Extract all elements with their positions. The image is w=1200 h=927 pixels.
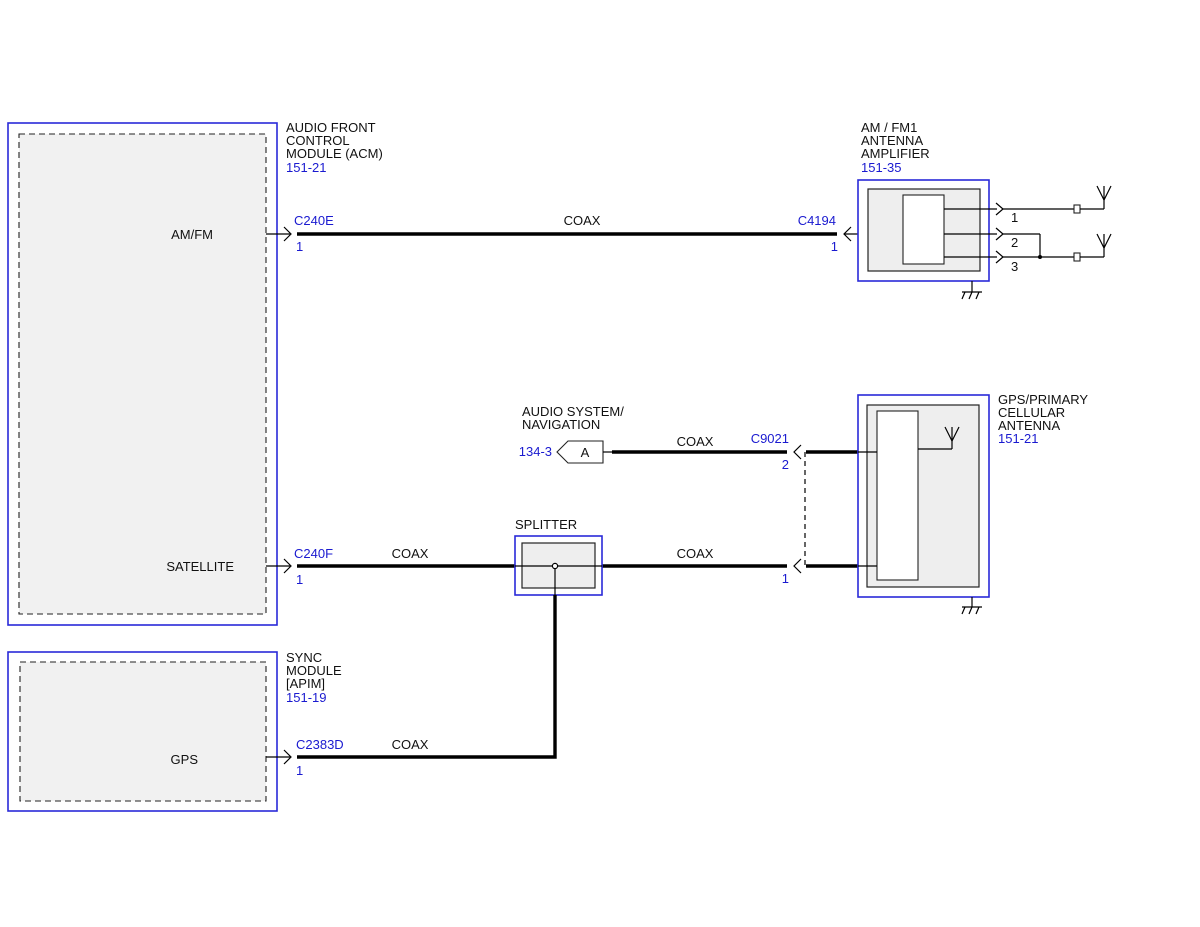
splitter[interactable] [514,535,603,596]
gps-antenna-ground-icon [961,597,982,615]
amp-pin-1: 1 [1011,210,1018,225]
c9021-chevron-a [793,444,802,460]
c240e-connector-chevron [283,226,292,242]
c4194-pin: 1 [831,239,838,254]
satellite-coax-right-label: COAX [677,546,714,561]
acm-module[interactable] [7,122,278,626]
amp-ground-icon [961,281,982,300]
audio-nav-line-1: AUDIO SYSTEM/ [522,404,624,419]
c9021-chevron-b [793,558,802,574]
c240f-connector-id[interactable]: C240F [294,546,333,561]
c240e-connector-id[interactable]: C240E [294,213,334,228]
acm-name-line-1: AUDIO FRONT [286,120,376,135]
acm-pin-amfm: AM/FM [171,227,213,242]
gps-primary-cellular-antenna[interactable] [857,394,990,598]
audio-nav-line-2: NAVIGATION [522,417,600,432]
gps-coax-label: COAX [392,737,429,752]
sync-pin-gps: GPS [171,752,199,767]
audio-nav-ref[interactable]: 134-3 [519,444,552,459]
satellite-coax-left-label: COAX [392,546,429,561]
splitter-name: SPLITTER [515,517,577,532]
c9021-pin-a: 2 [782,457,789,472]
c9021-pin-b: 1 [782,571,789,586]
fm-antenna-icon [1096,233,1112,257]
audio-nav-flag-letter: A [581,445,590,460]
amp-name-line-1: AM / FM1 [861,120,917,135]
sync-ref[interactable]: 151-19 [286,690,326,705]
cellular-antenna-icon [918,426,960,450]
amfm-coax-label: COAX [564,213,601,228]
amp-pin-2: 2 [1011,235,1018,250]
c240f-connector-chevron [283,558,292,574]
sync-name-line-1: SYNC [286,650,322,665]
gps-antenna-ref[interactable]: 151-21 [998,431,1038,446]
amfm-antenna-amplifier[interactable] [857,179,990,282]
gps-antenna-name-line-3: ANTENNA [998,418,1060,433]
c240e-pin: 1 [296,239,303,254]
acm-name-line-3: MODULE (ACM) [286,146,383,161]
gps-antenna-name-line-2: CELLULAR [998,405,1065,420]
amp-ref[interactable]: 151-35 [861,160,901,175]
sync-module[interactable] [7,651,278,812]
amp-name-line-3: AMPLIFIER [861,146,930,161]
c2383d-connector-chevron [283,749,292,765]
sync-name-line-3: [APIM] [286,676,325,691]
amp-pin-3: 3 [1011,259,1018,274]
amp-name-line-2: ANTENNA [861,133,923,148]
acm-pin-satellite: SATELLITE [166,559,234,574]
am-antenna-icon [1096,185,1112,209]
gps-coax-wire[interactable] [297,595,557,759]
c2383d-connector-id[interactable]: C2383D [296,737,344,752]
acm-name-line-2: CONTROL [286,133,350,148]
c240f-pin: 1 [296,572,303,587]
nav-coax-label: COAX [677,434,714,449]
sync-name-line-2: MODULE [286,663,342,678]
c2383d-pin: 1 [296,763,303,778]
amp-output-wiring [1003,204,1104,262]
c4194-connector-id[interactable]: C4194 [798,213,836,228]
acm-ref[interactable]: 151-21 [286,160,326,175]
c9021-connector-id[interactable]: C9021 [751,431,789,446]
gps-antenna-name-line-1: GPS/PRIMARY [998,392,1088,407]
